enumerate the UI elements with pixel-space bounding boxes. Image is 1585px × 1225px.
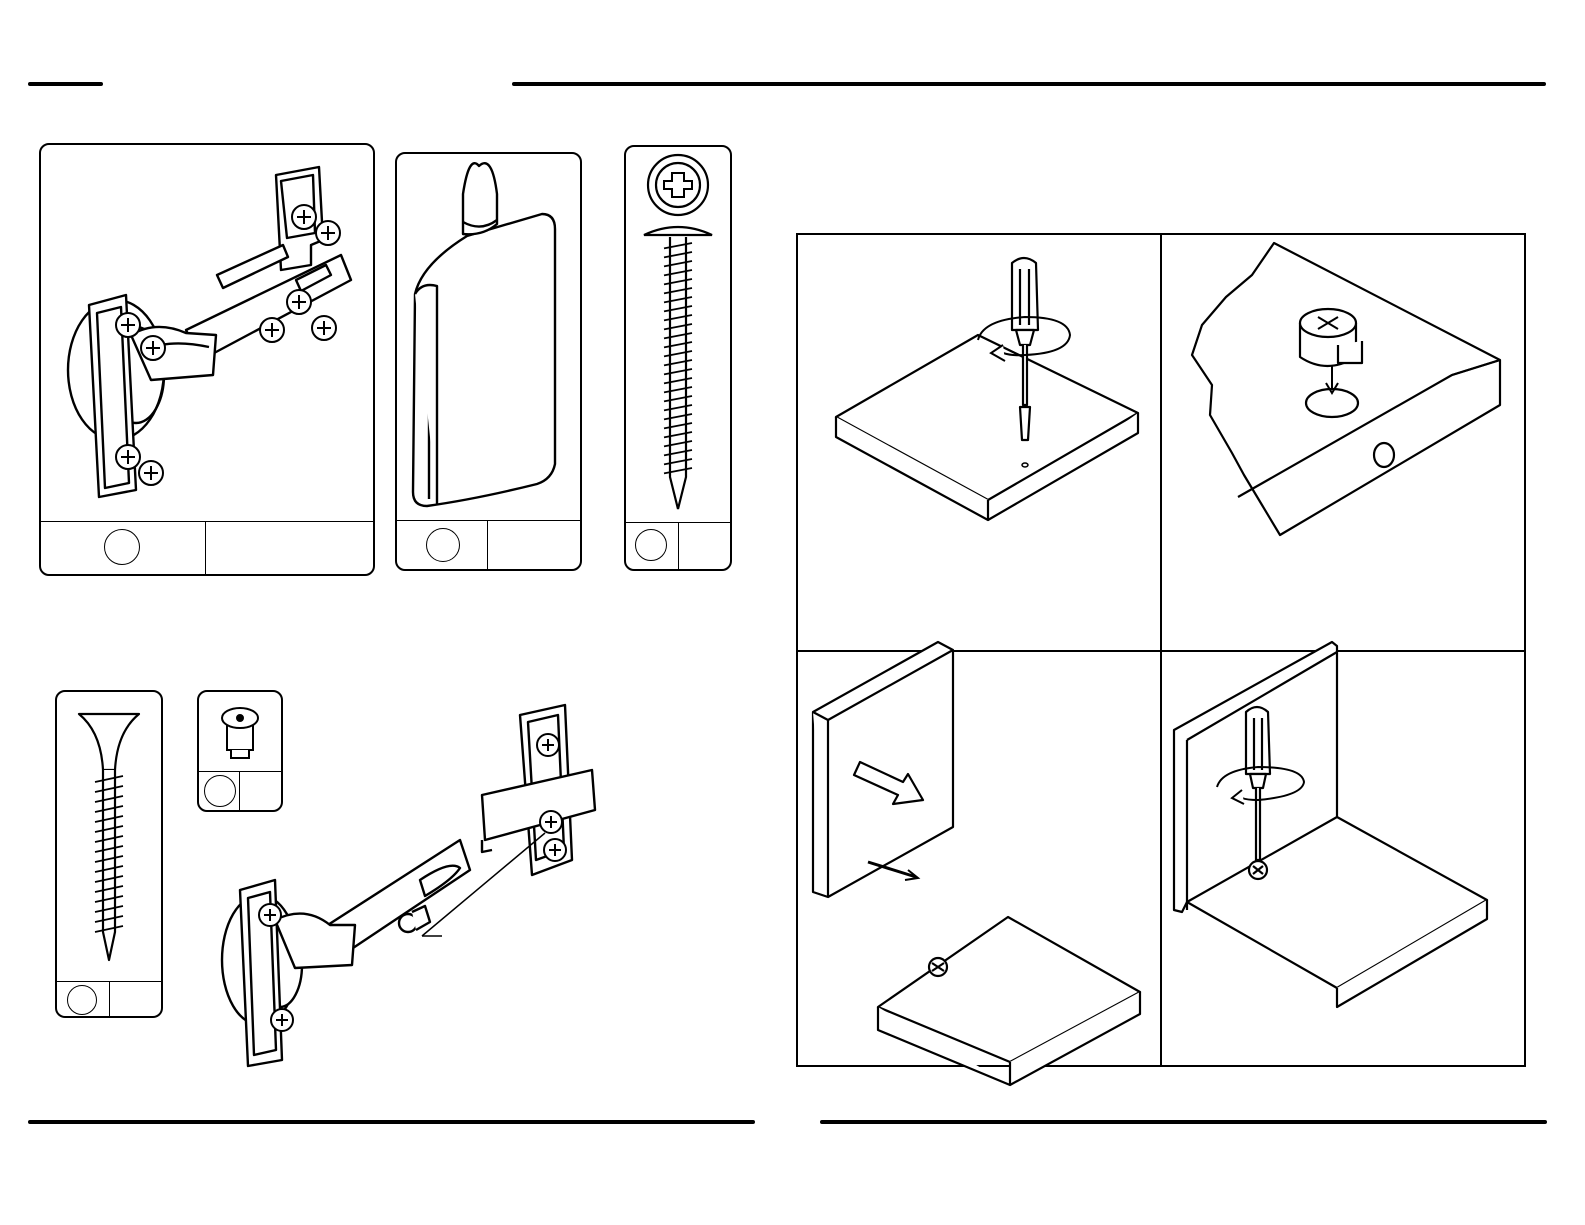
step-2-illustration — [1162, 235, 1524, 650]
step-4-illustration — [1162, 652, 1524, 1067]
glue-strip-divider — [487, 521, 488, 569]
glue-part-circle — [426, 528, 460, 562]
hinge-label-strip — [41, 521, 373, 574]
pan-screw-label-strip — [626, 522, 730, 569]
hinge-illustration — [41, 145, 373, 520]
step-1-panel — [798, 235, 1160, 650]
flat-screw-illustration — [57, 692, 161, 977]
hinge-strip-divider — [205, 522, 206, 574]
step-1-illustration — [798, 235, 1160, 650]
step-3-illustration — [798, 652, 1160, 1067]
step-2-panel — [1162, 235, 1524, 650]
hardware-card-pan-screw — [624, 145, 732, 571]
footer-rule-right — [820, 1120, 1547, 1124]
flat-screw-strip-divider — [109, 982, 110, 1016]
assembly-steps-grid — [796, 233, 1526, 1067]
pan-screw-strip-divider — [678, 523, 679, 569]
hinge-part-circle — [104, 529, 140, 565]
header-rule-left — [28, 82, 103, 86]
step-4-panel — [1162, 652, 1524, 1067]
footer-rule-left — [28, 1120, 755, 1124]
glue-bottle-illustration — [397, 154, 580, 519]
flat-screw-part-circle — [67, 985, 97, 1015]
hardware-card-glue — [395, 152, 582, 571]
pan-screw-illustration — [626, 147, 730, 522]
step-3-panel — [798, 652, 1160, 1067]
header-rule-right — [512, 82, 1546, 86]
flat-screw-label-strip — [57, 981, 161, 1016]
hardware-card-flat-screw — [55, 690, 163, 1018]
hinge-assembly-illustration — [220, 700, 610, 1070]
pan-screw-part-circle — [635, 529, 667, 561]
glue-label-strip — [397, 520, 580, 569]
hardware-card-hinge — [39, 143, 375, 576]
